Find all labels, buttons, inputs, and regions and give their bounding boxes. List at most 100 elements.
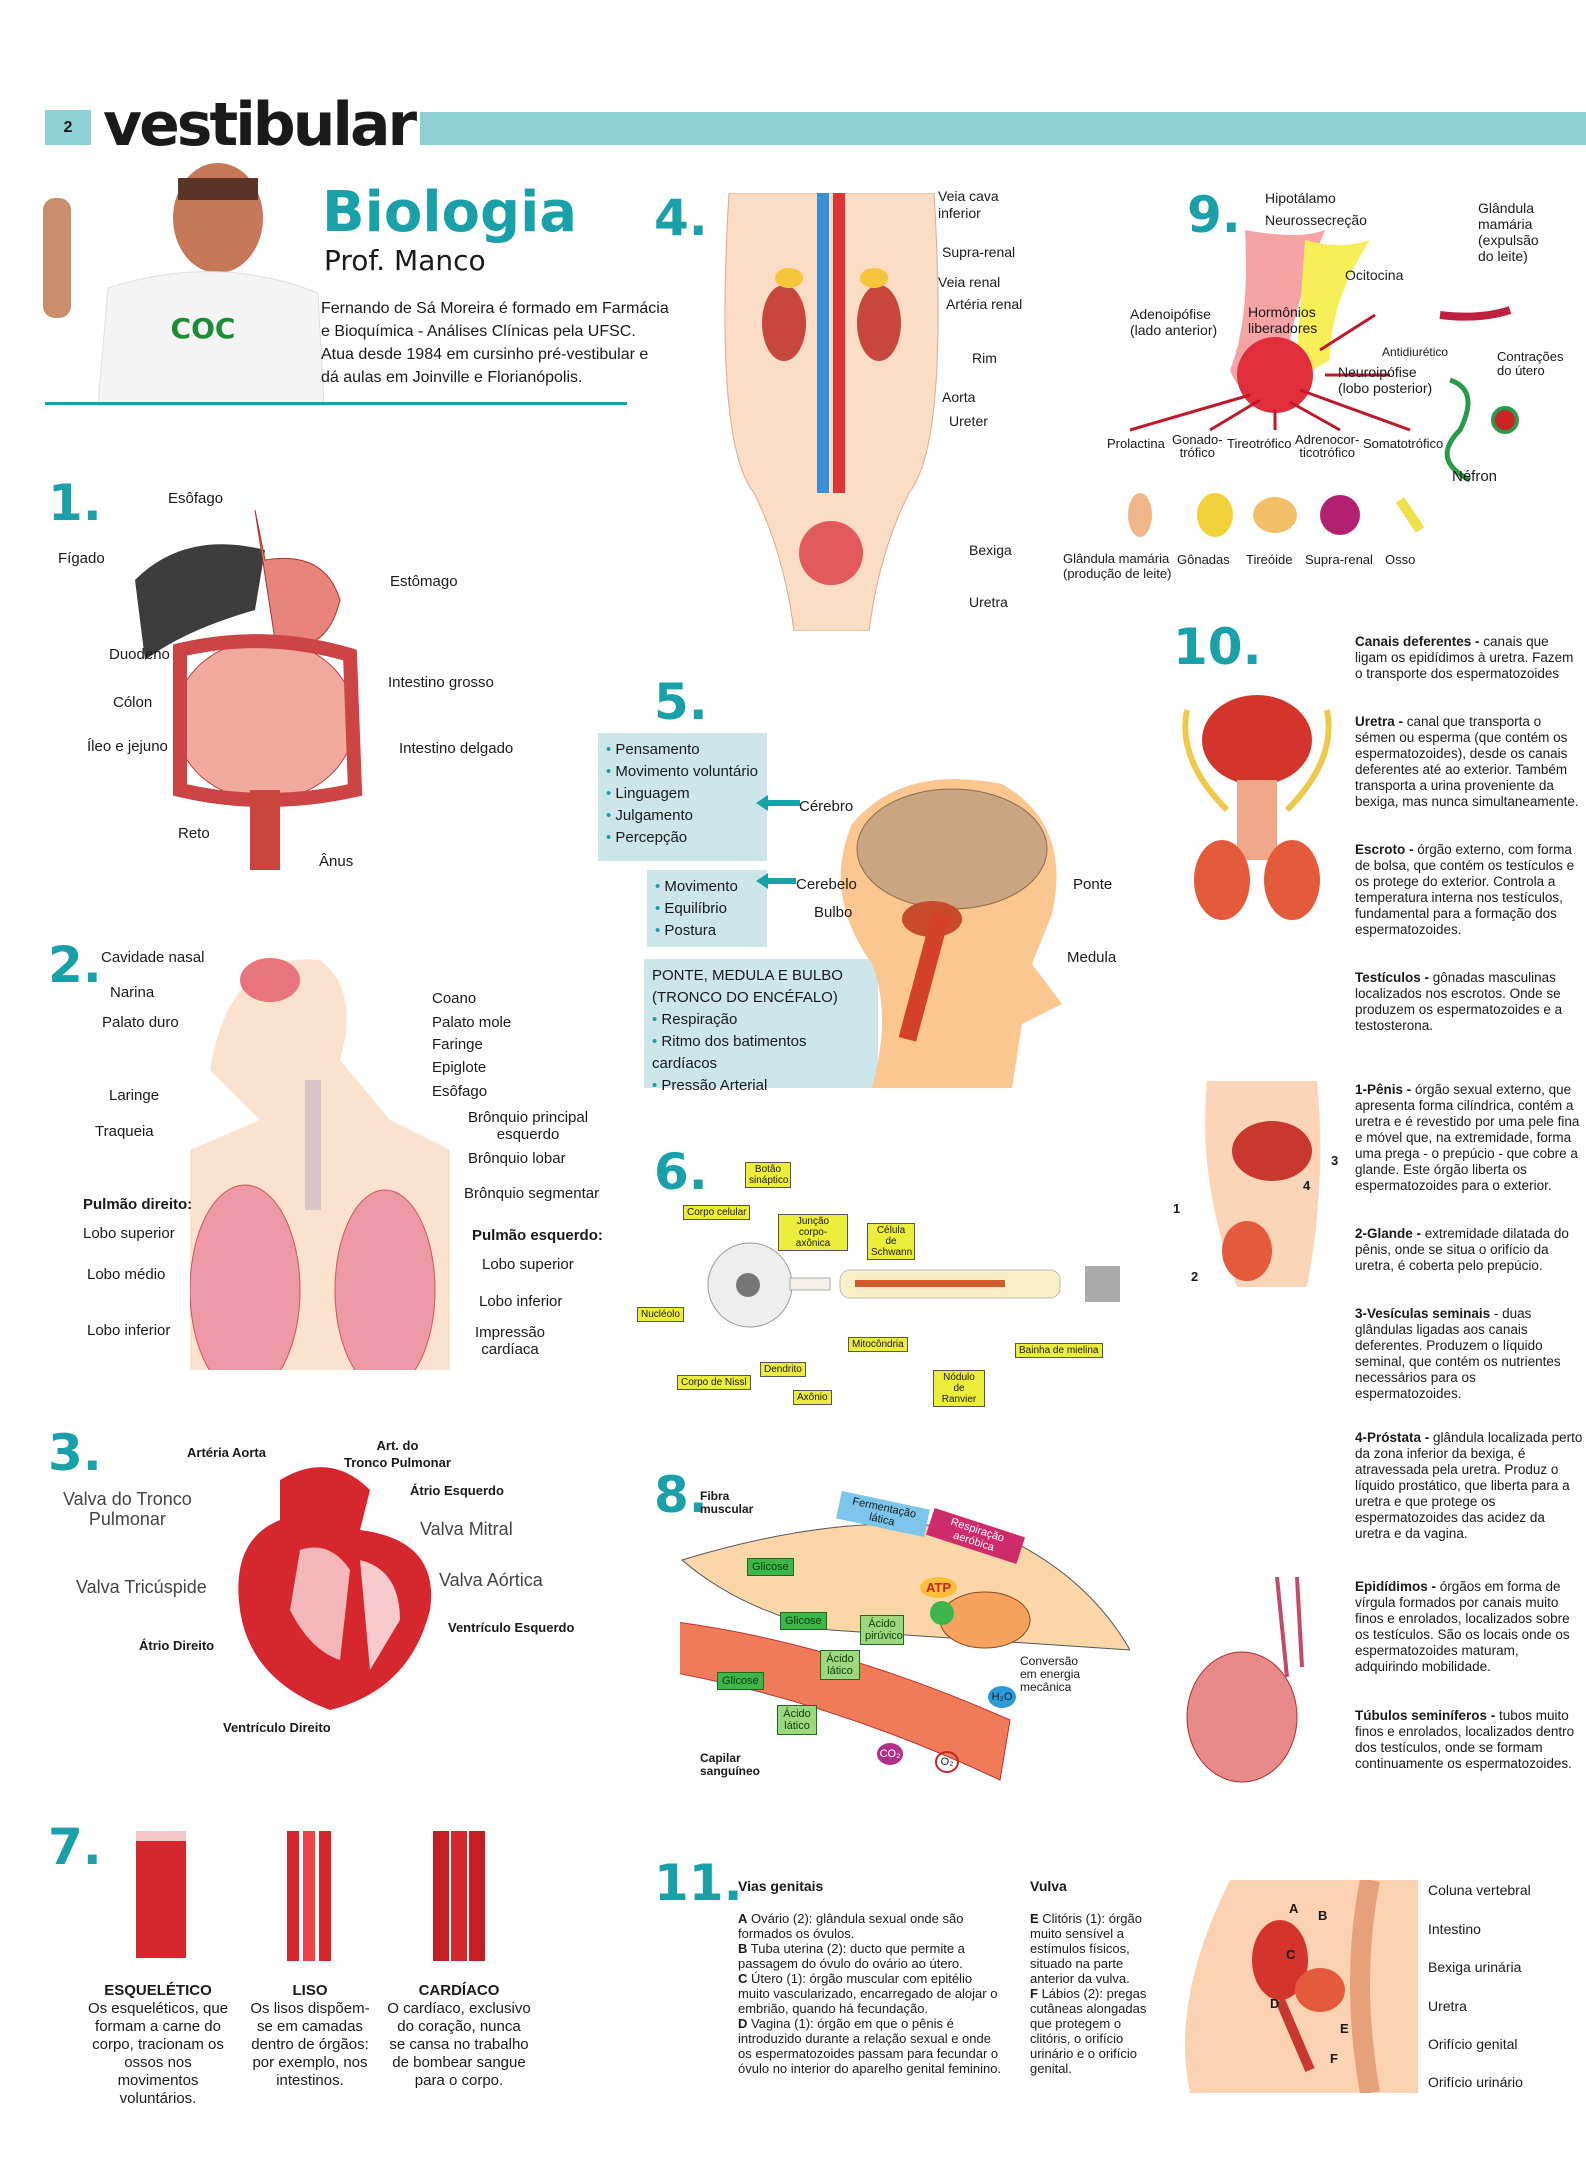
label-dendrito: Dendrito <box>760 1362 806 1377</box>
label-ventriculo-esquerdo: Ventrículo Esquerdo <box>448 1620 575 1635</box>
label-coano: Coano <box>432 990 477 1007</box>
o2-badge: O₂ <box>935 1751 959 1773</box>
label-narina: Narina <box>110 984 155 1001</box>
muscle-type-title: LISO <box>292 1982 328 1999</box>
text-line: do coração, nunca <box>397 2018 521 2035</box>
bio-line: Fernando de Sá Moreira é formado em Farm… <box>321 300 669 317</box>
male-reproductive-front-illustration <box>1182 695 1332 920</box>
atp-badge: ATP <box>920 1577 958 1598</box>
box-title: (TRONCO DO ENCÉFALO) <box>652 989 838 1006</box>
section-number-3: 3. <box>48 1424 102 1482</box>
label-line: Tronco Pulmonar <box>344 1455 451 1470</box>
via-item: A Ovário (2): glândula sexual onde são f… <box>738 1911 1003 1941</box>
desc-glande: 2-Glande - extremidade dilatada do pênis… <box>1355 1226 1583 1274</box>
definition: Lábios (2): pregas cutâneas alongadas qu… <box>1030 1986 1147 2076</box>
label-rim: Rim <box>972 350 997 366</box>
section-number-7: 7. <box>48 1818 102 1876</box>
label-line: Veia cava <box>938 188 999 204</box>
letter: F <box>1030 1986 1038 2001</box>
label-epiglote: Epiglote <box>432 1059 487 1076</box>
section-number-6: 6. <box>654 1143 708 1201</box>
neuron-illustration <box>707 1242 1120 1328</box>
smooth-muscle-image <box>287 1831 331 1961</box>
label-gonadas: Gônadas <box>1177 552 1230 567</box>
letter-f: F <box>1330 2051 1338 2066</box>
label-lobo-inferior-dir: Lobo inferior <box>87 1322 171 1339</box>
label-glicose: Glicose <box>780 1612 827 1630</box>
text-line: se em camadas <box>257 2018 363 2035</box>
label-valva-tricuspide: Valva Tricúspide <box>76 1577 207 1597</box>
label-juncao-corpo-axonica: Junção corpo-axônica <box>778 1214 848 1251</box>
box-title: PONTE, MEDULA E BULBO <box>652 967 843 984</box>
label-cavidade-nasal: Cavidade nasal <box>101 949 205 966</box>
text-line: se cansa no trabalho <box>389 2036 529 2053</box>
brand-title: vestibular <box>103 90 417 160</box>
definition: Tuba uterina (2): ducto que permite a pa… <box>738 1941 965 1971</box>
label-nodulo-ranvier: Nódulo de Ranvier <box>933 1370 985 1407</box>
intro-divider <box>45 402 627 405</box>
function-item: Julgamento <box>606 805 759 827</box>
heart-illustration <box>238 1467 432 1710</box>
label-line: mecânica <box>1020 1680 1072 1694</box>
label-coluna-vertebral: Coluna vertebral <box>1428 1882 1531 1898</box>
label-line: do leite) <box>1478 248 1528 264</box>
letter-b: B <box>1318 1908 1328 1923</box>
function-item: Movimento <box>655 876 759 898</box>
label-bronquio-lobar: Brônquio lobar <box>468 1150 566 1167</box>
label-line: sanguíneo <box>700 1764 761 1778</box>
label-axonio: Axônio <box>793 1390 832 1405</box>
text-line: ossos nos movimentos <box>117 2054 199 2089</box>
label-lobo-medio: Lobo médio <box>87 1266 166 1283</box>
bio-line: Atua desde 1984 em cursinho pré-vestibul… <box>321 346 649 363</box>
label-bexiga: Bexiga <box>969 542 1012 558</box>
function-item: Respiração <box>652 1009 870 1031</box>
shirt-logo: COC <box>171 312 236 345</box>
label-cerebro: Cérebro <box>799 798 854 815</box>
section-number-8: 8. <box>654 1466 708 1524</box>
definition: Ovário (2): glândula sexual onde são for… <box>738 1911 964 1941</box>
term: 1-Pênis - <box>1355 1082 1412 1097</box>
section-number-4: 4. <box>654 189 708 247</box>
page-number-box: 2 <box>45 110 91 145</box>
label-ureter: Ureter <box>949 413 988 429</box>
teacher-bio: Fernando de Sá Moreira é formado em Farm… <box>321 297 669 389</box>
label-line: do útero <box>1497 363 1545 378</box>
term: 3-Vesículas seminais <box>1355 1306 1491 1321</box>
label-gonadotrofico: Gonado-trófico <box>1172 433 1223 459</box>
label-cerebelo: Cerebelo <box>796 876 857 893</box>
label-esofago-2: Esôfago <box>432 1083 488 1100</box>
label-line: Gonado- <box>1172 432 1223 447</box>
label-line: Adrenocor- <box>1295 432 1360 447</box>
label-valva-aortica: Valva Aórtica <box>439 1570 543 1590</box>
term: Testículos - <box>1355 970 1430 985</box>
definition: glândula localizada perto da zona inferi… <box>1355 1430 1583 1541</box>
label-uretra: Uretra <box>969 594 1008 610</box>
label-line: mamária <box>1478 216 1533 232</box>
definition: órgãos em forma de vírgula formados por … <box>1355 1579 1570 1674</box>
cardiac-muscle-image <box>433 1831 485 1961</box>
definition: Útero (1): órgão muscular com epitélio m… <box>738 1971 998 2016</box>
letter-d: D <box>1270 1996 1280 2011</box>
label-glicose: Glicose <box>747 1558 794 1576</box>
vulva-item: F Lábios (2): pregas cutâneas alongadas … <box>1030 1986 1150 2076</box>
marker-2: 2 <box>1191 1269 1199 1284</box>
label-ocitocina: Ocitocina <box>1345 267 1404 283</box>
label-line: Adenoipófise <box>1130 306 1211 322</box>
label-acido-latico: Ácido lático <box>777 1705 817 1735</box>
function-item: Percepção <box>606 827 759 849</box>
label-line: Brônquio principal <box>468 1109 589 1126</box>
term: Epidídimos - <box>1355 1579 1436 1594</box>
female-reproductive-illustration <box>1185 1880 1418 2093</box>
label-laringe: Laringe <box>109 1087 160 1104</box>
cerebelo-functions-box: Movimento Equilíbrio Postura <box>647 870 767 947</box>
definition: canais que ligam os epidídimos à uretra.… <box>1355 634 1574 681</box>
label-bexiga-urinaria: Bexiga urinária <box>1428 1959 1522 1975</box>
vias-genitais-text: A Ovário (2): glândula sexual onde são f… <box>738 1911 1003 2076</box>
